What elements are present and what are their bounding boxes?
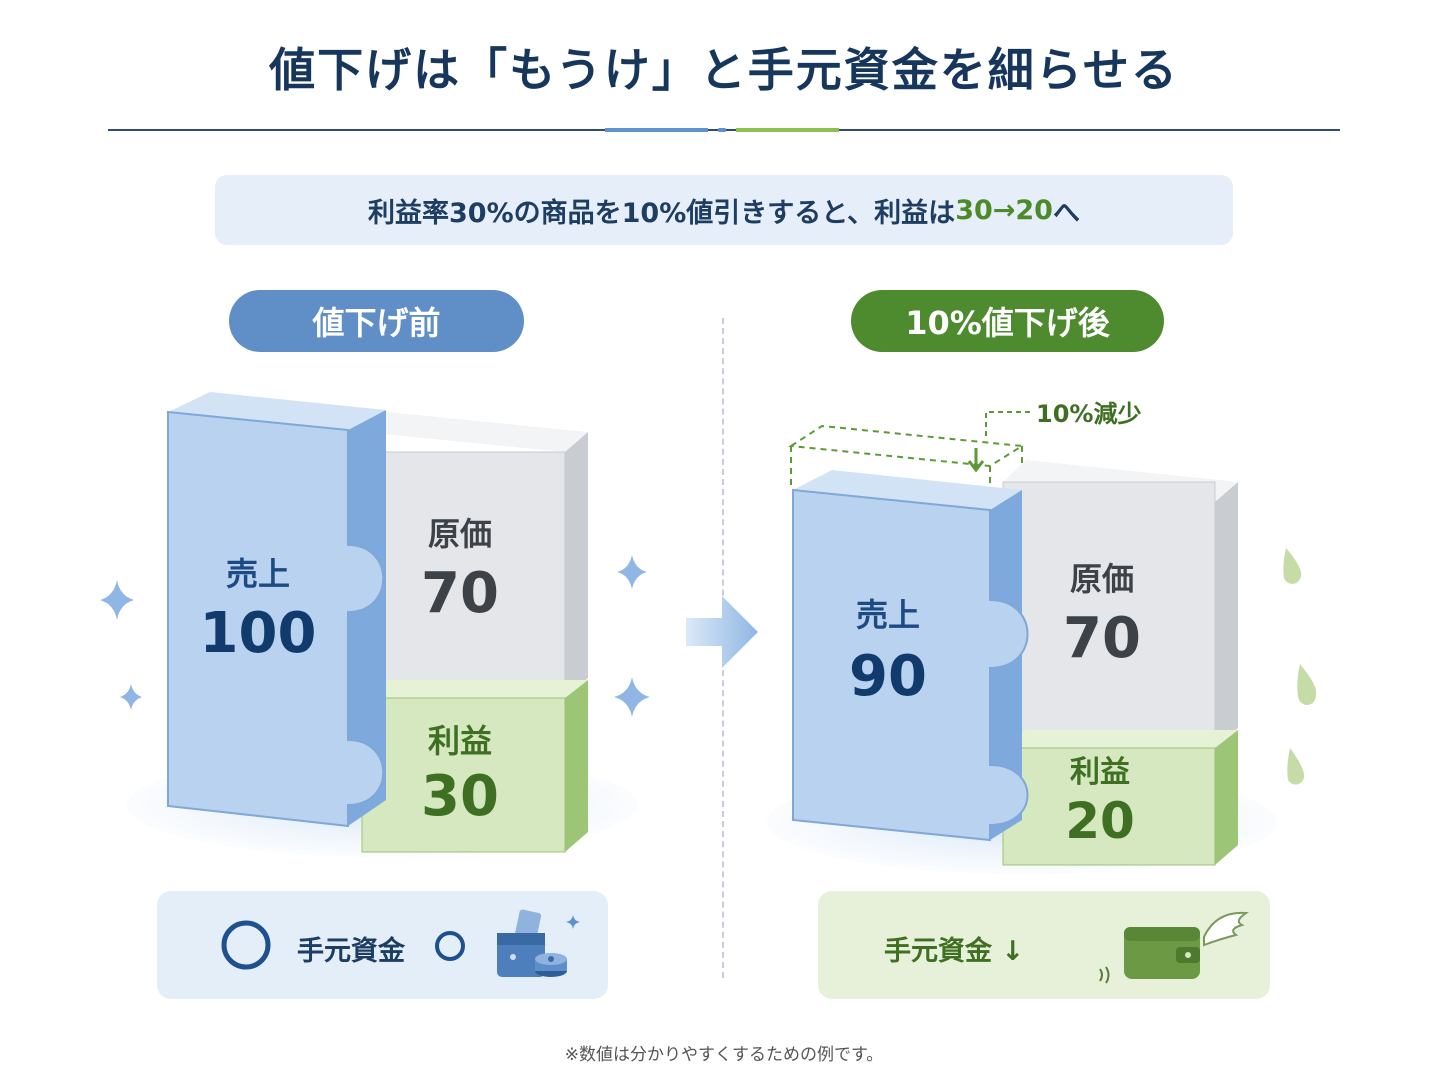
after-profit-label: 利益 [1070, 755, 1130, 790]
before-sales-label: 売上 [226, 555, 290, 593]
sparkle-icon [100, 580, 134, 620]
sparkle-icon [614, 677, 650, 717]
before-cash-panel: 手元資金 [157, 891, 608, 999]
before-sales-value: 100 [200, 601, 317, 666]
sparkle-icon [120, 684, 142, 710]
after-cash-panel: 手元資金 ↓ [818, 891, 1270, 999]
drop-icon [1297, 664, 1317, 706]
after-sales-block [792, 470, 1029, 842]
down-arrow-icon [967, 448, 985, 473]
drop-icon [1283, 548, 1302, 584]
before-cash-label: 手元資金 [297, 936, 405, 967]
footnote: ※数値は分かりやすくするための例です。 [564, 1045, 884, 1065]
before-profit-label: 利益 [428, 722, 492, 760]
after-cost-label: 原価 [1070, 560, 1134, 598]
flying-wallet-icon [1099, 911, 1250, 984]
before-profit-block [361, 680, 588, 853]
drop-icon [1287, 748, 1305, 785]
after-cost-block [1002, 460, 1238, 749]
subtitle-prefix: 利益率30%の商品を10%値引きすると、利益は [368, 197, 956, 229]
after-cash-label: 手元資金 ↓ [884, 936, 1025, 967]
after-sales-value: 90 [849, 644, 927, 709]
before-pill: 値下げ前 [229, 290, 524, 352]
title-divider [108, 128, 1340, 132]
wallet-coins-icon [497, 909, 580, 977]
before-profit-value: 30 [421, 764, 499, 829]
after-profit-value: 20 [1065, 792, 1135, 850]
reduction-leader-line [985, 411, 1030, 440]
small-circle-icon [435, 931, 465, 961]
subtitle-highlight: 30→20 [955, 194, 1053, 226]
good-circle-icon [221, 920, 271, 970]
before-sales-block [167, 392, 386, 828]
before-cost-label: 原価 [428, 515, 492, 553]
page-title: 値下げは「もうけ」と手元資金を細らせる [269, 43, 1179, 97]
sparkle-icon [617, 555, 647, 589]
before-cost-value: 70 [421, 561, 499, 626]
after-pill: 10%値下げ後 [851, 290, 1164, 352]
transition-arrow-icon [686, 596, 758, 668]
after-sales-label: 売上 [856, 596, 920, 634]
before-cost-block [361, 412, 588, 699]
after-cost-value: 70 [1063, 606, 1141, 671]
subtitle-suffix: へ [1052, 197, 1080, 229]
reduction-label: 10%減少 [1036, 400, 1141, 428]
